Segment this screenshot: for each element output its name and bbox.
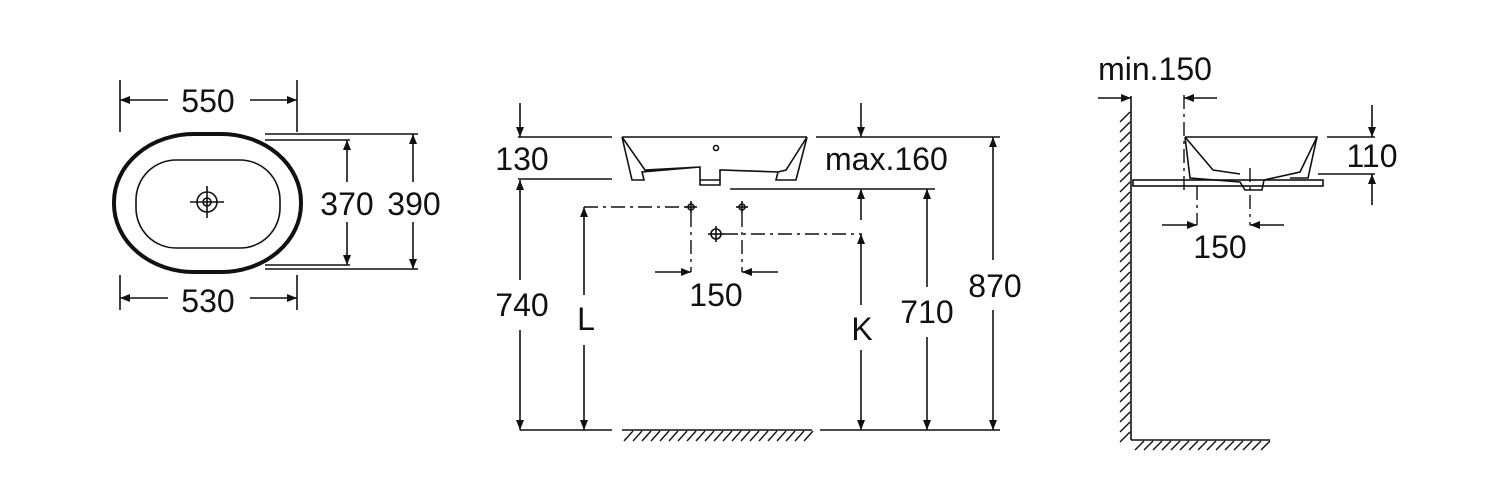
front-view: 130 max.160 740 L 150 K 710 870 <box>495 103 1022 442</box>
basin-inner-bowl <box>135 159 281 249</box>
floor-hatch <box>623 430 814 442</box>
basin-side-profile <box>1184 136 1318 191</box>
dim-side-basin-height: 110 <box>1346 138 1397 174</box>
top-view: 550 530 370 390 <box>112 80 441 319</box>
dim-counter-height: 740 <box>495 287 548 323</box>
dim-L: L <box>577 301 595 337</box>
drain-outlet-icon <box>708 226 724 242</box>
side-view: min.150 150 110 <box>1098 51 1398 451</box>
dim-max-height: max.160 <box>825 141 948 177</box>
tap-hole-icon <box>685 201 697 213</box>
dim-inner-depth: 370 <box>320 186 373 222</box>
drain-icon <box>190 186 224 218</box>
dim-K: K <box>851 311 872 347</box>
dim-total-height: 870 <box>968 268 1021 304</box>
basin-front-profile <box>621 136 808 186</box>
wall-hatch <box>1119 111 1271 451</box>
dim-drain-offset: 150 <box>1193 229 1246 265</box>
dim-basin-height: 130 <box>495 141 548 177</box>
dim-inner-width: 530 <box>181 283 234 319</box>
dim-outer-width: 550 <box>181 83 234 119</box>
dim-outer-depth: 390 <box>387 186 440 222</box>
dim-tap-spacing: 150 <box>689 277 742 313</box>
dim-drain-height: 710 <box>900 294 953 330</box>
tap-hole-icon <box>736 201 748 213</box>
dim-wall-clearance: min.150 <box>1098 51 1212 87</box>
